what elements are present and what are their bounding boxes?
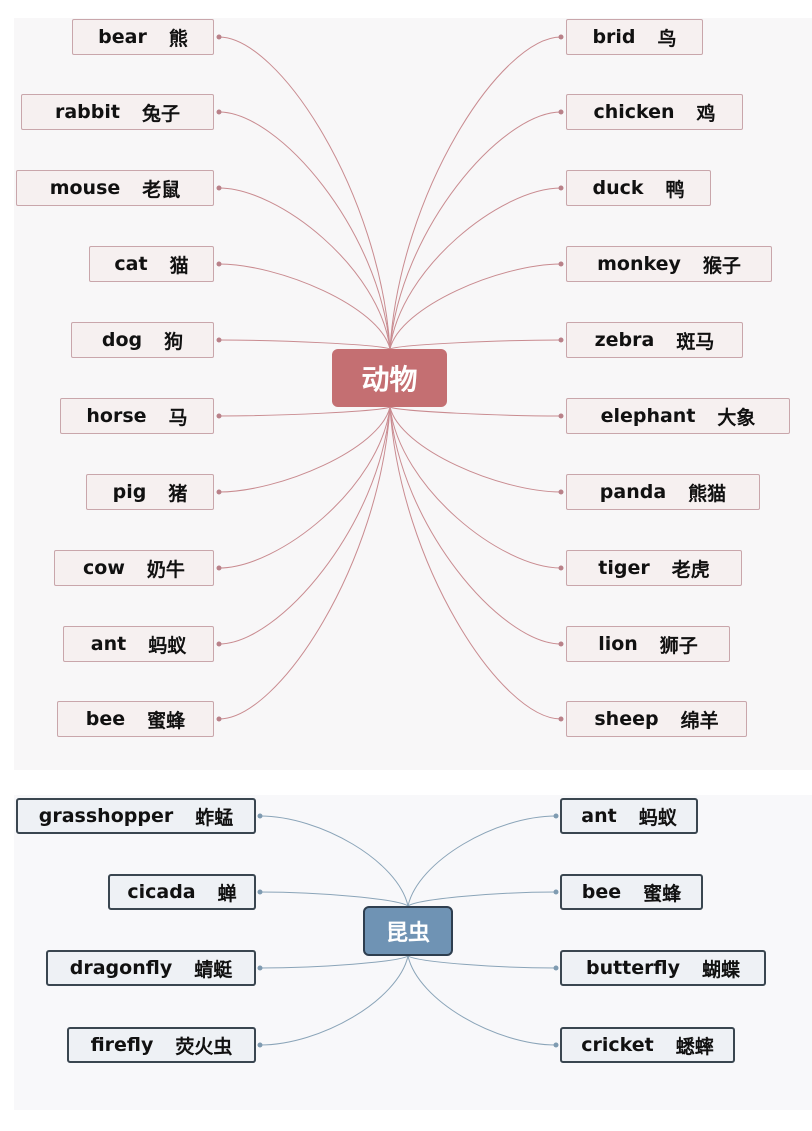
insects-center-label: 昆虫 bbox=[385, 921, 430, 946]
animals-center-label: 动物 bbox=[361, 363, 418, 396]
animals-center-node[interactable]: 动物 bbox=[332, 349, 447, 407]
insects-center-node[interactable]: 昆虫 bbox=[363, 906, 453, 956]
